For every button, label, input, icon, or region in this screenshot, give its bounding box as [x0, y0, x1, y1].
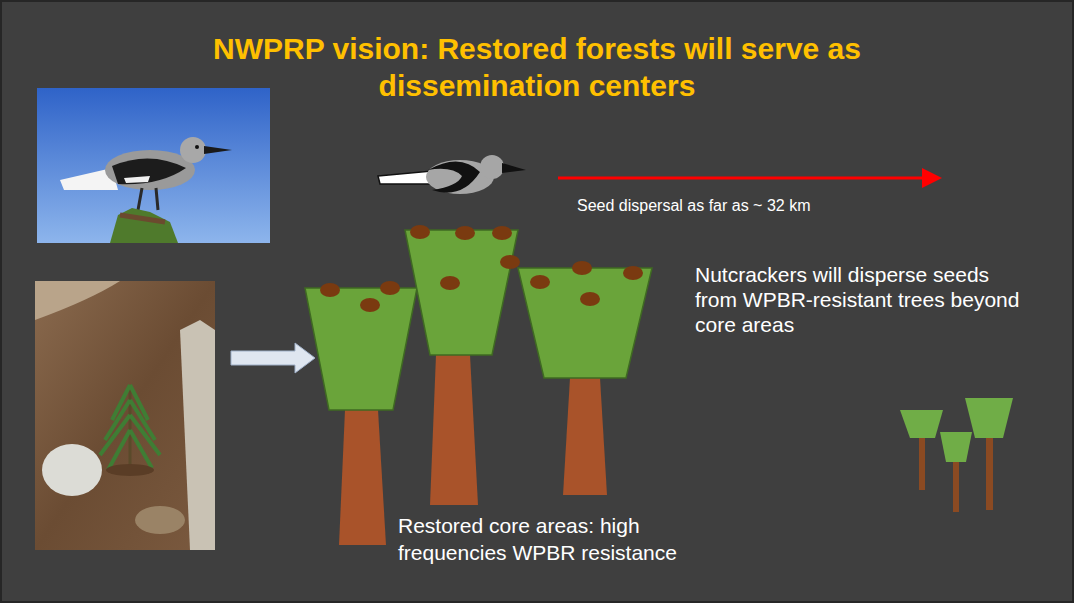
young-trees	[900, 398, 1013, 512]
bird-legs	[138, 188, 158, 210]
nutcracker-photo	[37, 88, 270, 243]
tree-trunk	[563, 378, 607, 495]
nutcracker-icon	[378, 155, 526, 194]
tree-trunk	[339, 410, 386, 545]
tree-trunk	[430, 355, 478, 505]
block-arrow	[231, 343, 315, 373]
branch	[120, 215, 165, 222]
tree-crown	[518, 268, 652, 378]
small-rock	[135, 506, 185, 534]
seedling-stem	[129, 385, 132, 470]
tree-crown	[900, 410, 943, 438]
white-rock	[42, 444, 102, 496]
slide-title: NWPRP vision: Restored forests will serv…	[117, 30, 957, 104]
icon-head	[480, 155, 504, 179]
tree-trunk	[986, 438, 993, 510]
seedling-photo	[35, 281, 215, 550]
tree-crown	[405, 230, 518, 355]
seedling-needles	[100, 385, 160, 470]
bird-beak	[204, 146, 232, 154]
icon-beak	[502, 163, 526, 173]
pale-rock	[35, 281, 120, 320]
tree-crown	[940, 432, 972, 462]
sky-background	[37, 88, 270, 243]
tree-crown	[305, 288, 417, 410]
restored-trees	[305, 225, 652, 545]
wing-patch	[124, 176, 150, 183]
tree-trunk	[919, 438, 925, 490]
dispersal-arrow-head	[922, 168, 942, 188]
bird-head	[180, 137, 206, 163]
core-area-note: Restored core areas: high frequencies WP…	[398, 512, 738, 566]
log	[180, 320, 215, 550]
seedling-base	[106, 464, 154, 476]
cones	[320, 225, 643, 312]
pine-tuft	[110, 208, 178, 243]
bird-wing	[112, 158, 186, 184]
tree-trunk	[953, 460, 959, 512]
nutcracker-note: Nutcrackers will disperse seeds from WPB…	[695, 262, 1035, 337]
dispersal-note: Seed dispersal as far as ~ 32 km	[577, 196, 907, 216]
icon-wing	[428, 161, 480, 192]
bird-eye	[195, 145, 199, 149]
dispersal-arrow-line	[558, 177, 925, 180]
tree-crown	[965, 398, 1013, 438]
soil-background	[35, 281, 215, 550]
